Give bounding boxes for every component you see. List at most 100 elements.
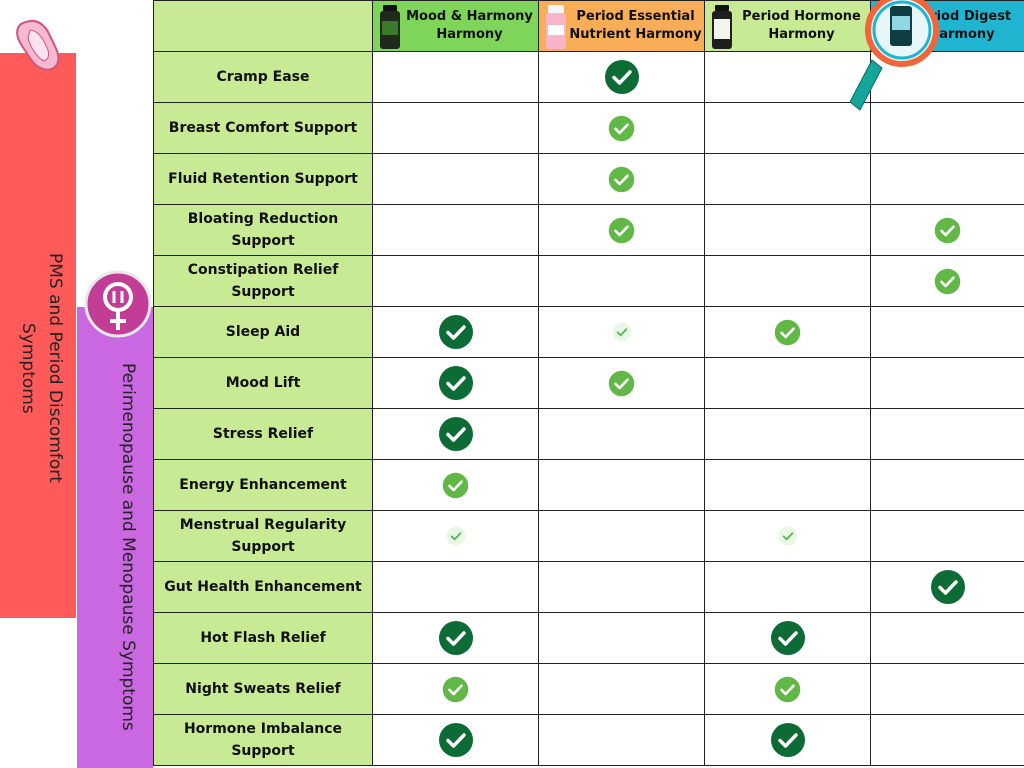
table-row: Gut Health Enhancement [153, 561, 1024, 613]
checkmark-icon [608, 217, 635, 243]
table-cell [870, 408, 1024, 460]
table-row: Stress Relief [153, 408, 1024, 460]
table-cell [538, 561, 705, 613]
table-cell [870, 561, 1024, 613]
symptom-label: Breast Comfort Support [153, 102, 373, 154]
table-cell [704, 510, 871, 562]
table-cell [870, 204, 1024, 256]
symptom-label: Mood Lift [153, 357, 373, 409]
table-cell [704, 51, 871, 103]
menopause-band: Perimenopause and Menopause Symptoms [77, 307, 153, 768]
table-row: Hot Flash Relief [153, 612, 1024, 664]
table-cell [372, 510, 539, 562]
table-cell [372, 255, 539, 307]
table-row: Cramp Ease [153, 51, 1024, 103]
table-cell [372, 612, 539, 664]
table-cell [870, 510, 1024, 562]
menopause-band-label: Perimenopause and Menopause Symptoms [118, 363, 138, 731]
table-cell [372, 408, 539, 460]
table-cell [372, 153, 539, 205]
table-cell [870, 612, 1024, 664]
checkmark-icon [438, 723, 473, 757]
checkmark-icon [934, 217, 961, 243]
table-cell [704, 153, 871, 205]
symptom-label: Menstrual Regularity Support [153, 510, 373, 562]
product-name: Period Essential Nutrient Harmony [569, 9, 702, 42]
table-cell [704, 408, 871, 460]
checkmark-icon [930, 570, 965, 604]
symptom-label: Gut Health Enhancement [153, 561, 373, 613]
table-cell [538, 51, 705, 103]
product-name: Period Digest Harmony [911, 9, 1012, 42]
checkmark-icon [438, 315, 473, 349]
comparison-table: Mood & Harmony Harmony Period Essential … [153, 0, 1024, 766]
symptom-label: Fluid Retention Support [153, 153, 373, 205]
table-row: Breast Comfort Support [153, 102, 1024, 154]
checkmark-icon [608, 166, 635, 192]
table-cell [538, 408, 705, 460]
checkmark-icon [934, 268, 961, 294]
symptom-label: Stress Relief [153, 408, 373, 460]
checkmark-icon [438, 621, 473, 655]
table-cell [870, 306, 1024, 358]
table-cell [372, 357, 539, 409]
header-row: Mood & Harmony Harmony Period Essential … [153, 0, 1024, 52]
table-cell [870, 459, 1024, 511]
product-name: Period Hormone Harmony [742, 9, 861, 42]
product-name: Mood & Harmony Harmony [406, 9, 533, 42]
checkmark-icon [774, 676, 801, 702]
table-row: Night Sweats Relief [153, 663, 1024, 715]
table-cell [704, 306, 871, 358]
table-cell [870, 153, 1024, 205]
table-cell [372, 459, 539, 511]
table-cell [538, 357, 705, 409]
product-header: Period Hormone Harmony [704, 0, 871, 52]
table-cell [372, 204, 539, 256]
checkmark-icon [446, 526, 465, 546]
table-cell [870, 357, 1024, 409]
pms-band: PMS and Period Discomfort Symptoms [0, 53, 76, 618]
table-cell [372, 561, 539, 613]
checkmark-icon [442, 472, 469, 498]
checkmark-icon [438, 417, 473, 451]
table-row: Constipation Relief Support [153, 255, 1024, 307]
table-cell [870, 663, 1024, 715]
table-cell [704, 102, 871, 154]
product-header: Period Essential Nutrient Harmony [538, 0, 705, 52]
table-cell [538, 102, 705, 154]
table-row: Menstrual Regularity Support [153, 510, 1024, 562]
symptom-label: Night Sweats Relief [153, 663, 373, 715]
table-cell [704, 663, 871, 715]
table-cell [704, 459, 871, 511]
table-row: Bloating Reduction Support [153, 204, 1024, 256]
symptom-label: Sleep Aid [153, 306, 373, 358]
table-cell [870, 102, 1024, 154]
table-cell [538, 510, 705, 562]
symptom-label: Hormone Imbalance Support [153, 714, 373, 766]
checkmark-icon [608, 115, 635, 141]
venus-symbol-icon [84, 270, 152, 338]
table-cell [704, 204, 871, 256]
table-cell [704, 255, 871, 307]
table-row: Sleep Aid [153, 306, 1024, 358]
table-cell [372, 663, 539, 715]
checkmark-icon [770, 723, 805, 757]
pms-band-label: PMS and Period Discomfort Symptoms [18, 253, 65, 483]
checkmark-icon [442, 676, 469, 702]
table-cell [538, 459, 705, 511]
product-header: Period Digest Harmony [870, 0, 1024, 52]
symptom-label: Energy Enhancement [153, 459, 373, 511]
table-cell [372, 714, 539, 766]
table-row: Mood Lift [153, 357, 1024, 409]
table-cell [372, 306, 539, 358]
symptom-label: Bloating Reduction Support [153, 204, 373, 256]
table-cell [704, 357, 871, 409]
table-row: Hormone Imbalance Support [153, 714, 1024, 766]
bottle-green-icon [380, 5, 400, 49]
symptom-label: Hot Flash Relief [153, 612, 373, 664]
table-cell [538, 204, 705, 256]
sanitary-pad-icon [16, 20, 60, 71]
table-cell [870, 255, 1024, 307]
table-row: Fluid Retention Support [153, 153, 1024, 205]
table-cell [704, 714, 871, 766]
